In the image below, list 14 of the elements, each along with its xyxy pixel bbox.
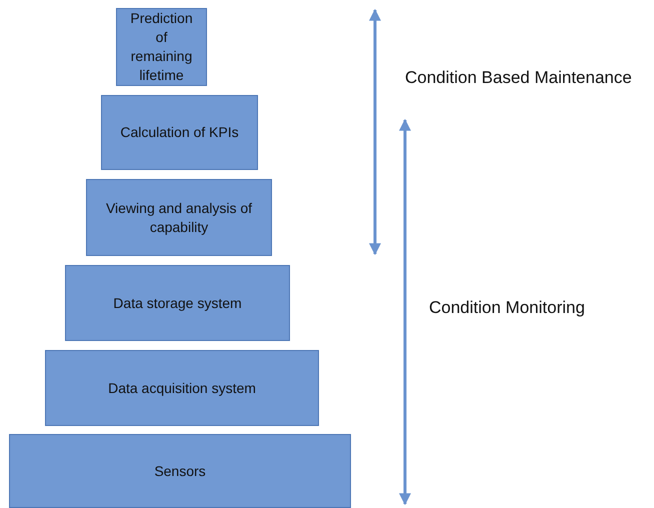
level-label: Calculation of KPIs <box>119 123 240 142</box>
level-label: Prediction of remaining lifetime <box>129 9 194 85</box>
level-label: Data acquisition system <box>107 378 257 398</box>
range-label: Condition Monitoring <box>429 298 585 318</box>
level-label: Sensors <box>153 462 207 480</box>
pyramid-level-box <box>45 350 319 426</box>
range-label: Condition Based Maintenance <box>405 68 632 88</box>
pyramid-level-box <box>65 265 290 341</box>
pyramid-level-box <box>116 8 207 86</box>
pyramid-level-box <box>9 434 351 508</box>
pyramid-level-box <box>101 95 258 170</box>
level-label: Data storage system <box>112 294 243 312</box>
pyramid-level-box <box>86 179 272 256</box>
level-label: Viewing and analysis of capability <box>104 198 254 236</box>
